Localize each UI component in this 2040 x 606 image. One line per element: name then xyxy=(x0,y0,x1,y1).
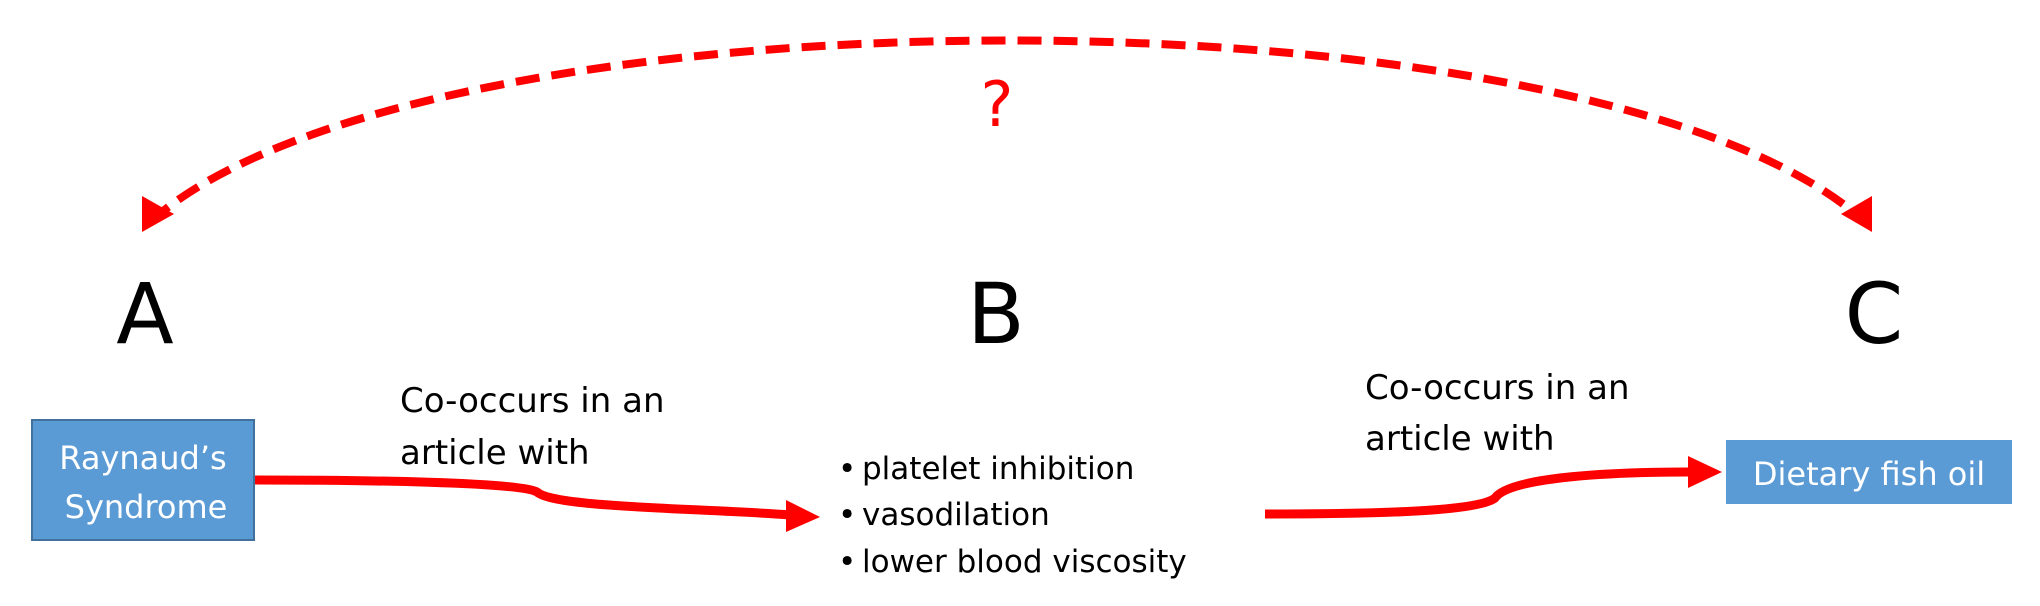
concept-box-c xyxy=(1726,440,2012,504)
list-item-bullet-2: • xyxy=(838,497,856,533)
node-b-list: • platelet inhibition • vasodilation • l… xyxy=(838,451,1187,580)
concept-a-line-1: Raynaud’s xyxy=(59,439,226,477)
concept-a-line-2: Syndrome xyxy=(65,488,228,526)
edge-ab-label-line-1: Co-occurs in an xyxy=(400,381,665,421)
edge-ab-label-line-2: article with xyxy=(400,433,590,473)
arrowhead-a-to-b-icon xyxy=(786,500,820,532)
list-item-1: platelet inhibition xyxy=(862,451,1134,487)
arrowhead-left-icon xyxy=(142,196,174,232)
edge-bc-label-line-1: Co-occurs in an xyxy=(1365,368,1630,408)
arrow-b-to-c xyxy=(1264,467,1689,519)
list-item-3: lower blood viscosity xyxy=(862,544,1187,580)
edge-bc-label-line-2: article with xyxy=(1365,419,1555,459)
arrowhead-right-icon xyxy=(1841,196,1872,232)
dashed-curved-arrow xyxy=(147,36,1868,225)
list-item-bullet-3: • xyxy=(838,544,856,580)
list-item-2: vasodilation xyxy=(862,497,1050,533)
list-item-bullet-1: • xyxy=(838,451,856,487)
concept-c-label: Dietary fish oil xyxy=(1753,455,1985,493)
question-mark-label: ? xyxy=(981,68,1014,141)
node-c-letter: C xyxy=(1845,265,1904,363)
arrowhead-b-to-c-icon xyxy=(1688,456,1722,488)
node-b-letter: B xyxy=(967,265,1025,363)
concept-box-a xyxy=(31,419,255,541)
node-a-letter: A xyxy=(116,265,173,363)
arrow-a-to-b xyxy=(254,475,791,520)
